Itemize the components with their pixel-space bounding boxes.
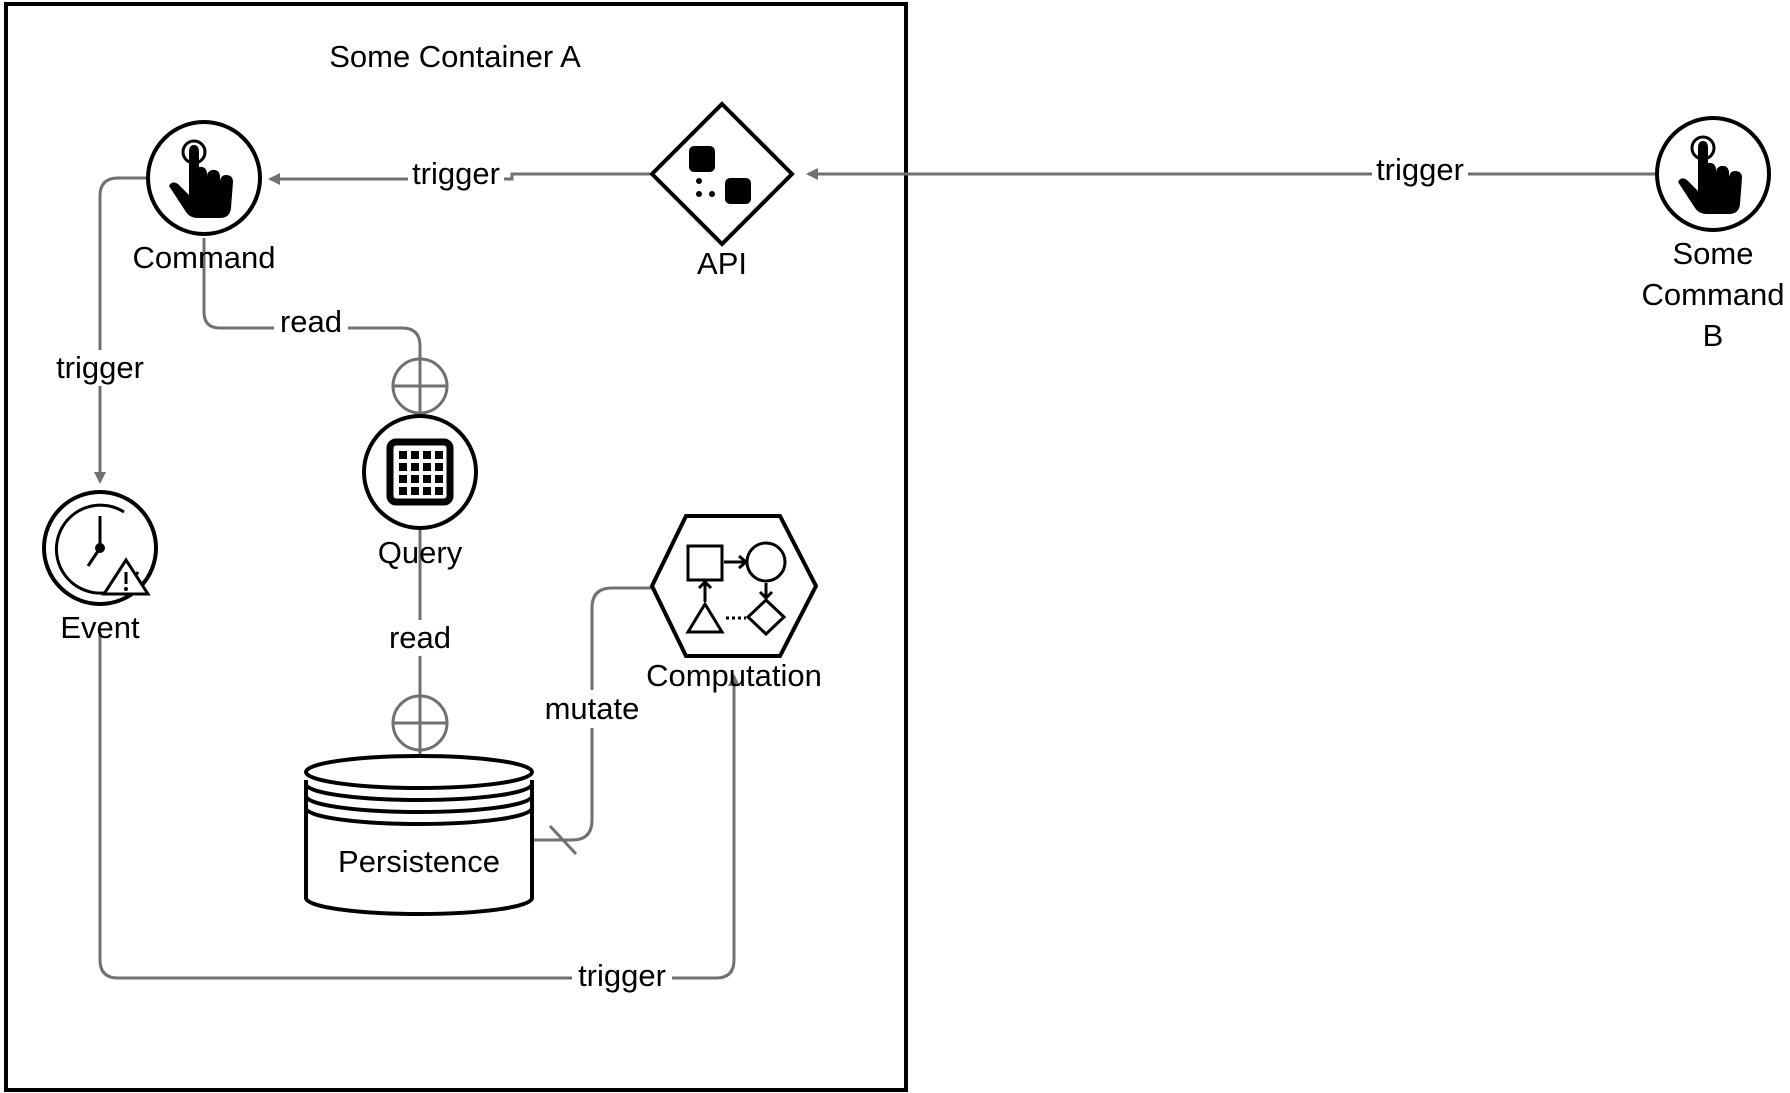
some-command-b-node[interactable]: Some Command B	[1642, 116, 1785, 353]
query-node[interactable]: Query	[362, 414, 478, 570]
edge-command-to-query: read	[202, 238, 449, 415]
svg-text:trigger: trigger	[578, 958, 666, 993]
svg-text:Query: Query	[378, 535, 463, 570]
svg-text:read: read	[389, 620, 451, 655]
svg-text:API: API	[697, 246, 747, 281]
svg-text:Command: Command	[133, 240, 276, 275]
some-command-b-label-2: Command	[1642, 277, 1785, 312]
plus-circle-marker	[391, 694, 449, 752]
flow-shapes-icon	[685, 541, 787, 637]
svg-text:read: read	[280, 304, 342, 339]
container-title: Some Container A	[329, 39, 581, 74]
plus-circle-marker	[391, 357, 449, 415]
edge-event-to-computation: trigger	[98, 632, 740, 996]
edge-command-to-event: trigger	[48, 176, 152, 484]
command-node[interactable]: Command	[133, 120, 276, 275]
svg-text:Computation: Computation	[646, 658, 822, 693]
svg-text:trigger: trigger	[56, 350, 144, 385]
edge-computation-to-persistence: mutate	[534, 586, 654, 856]
container-a	[4, 2, 908, 1092]
svg-text:mutate: mutate	[545, 691, 640, 726]
computation-node[interactable]: Computation	[646, 514, 822, 693]
event-node[interactable]: Event	[42, 490, 158, 645]
svg-text:trigger: trigger	[412, 156, 500, 191]
hand-pointer-icon	[1678, 135, 1742, 214]
svg-text:trigger: trigger	[1376, 152, 1464, 187]
some-command-b-label-1: Some	[1673, 236, 1754, 271]
edge-query-to-persistence: read	[382, 530, 458, 758]
persistence-node[interactable]: Persistence	[304, 754, 534, 916]
svg-text:Event: Event	[60, 610, 140, 645]
edge-api-to-command: trigger	[268, 156, 650, 193]
hand-pointer-icon	[169, 139, 233, 218]
clock-warning-icon	[54, 503, 151, 596]
api-squares-icon	[689, 146, 751, 204]
edge-b-to-api: trigger	[806, 152, 1656, 188]
some-command-b-label-3: B	[1703, 318, 1724, 353]
grid-table-icon	[386, 438, 454, 506]
api-node[interactable]: API	[649, 101, 795, 281]
svg-text:Persistence: Persistence	[338, 844, 500, 879]
